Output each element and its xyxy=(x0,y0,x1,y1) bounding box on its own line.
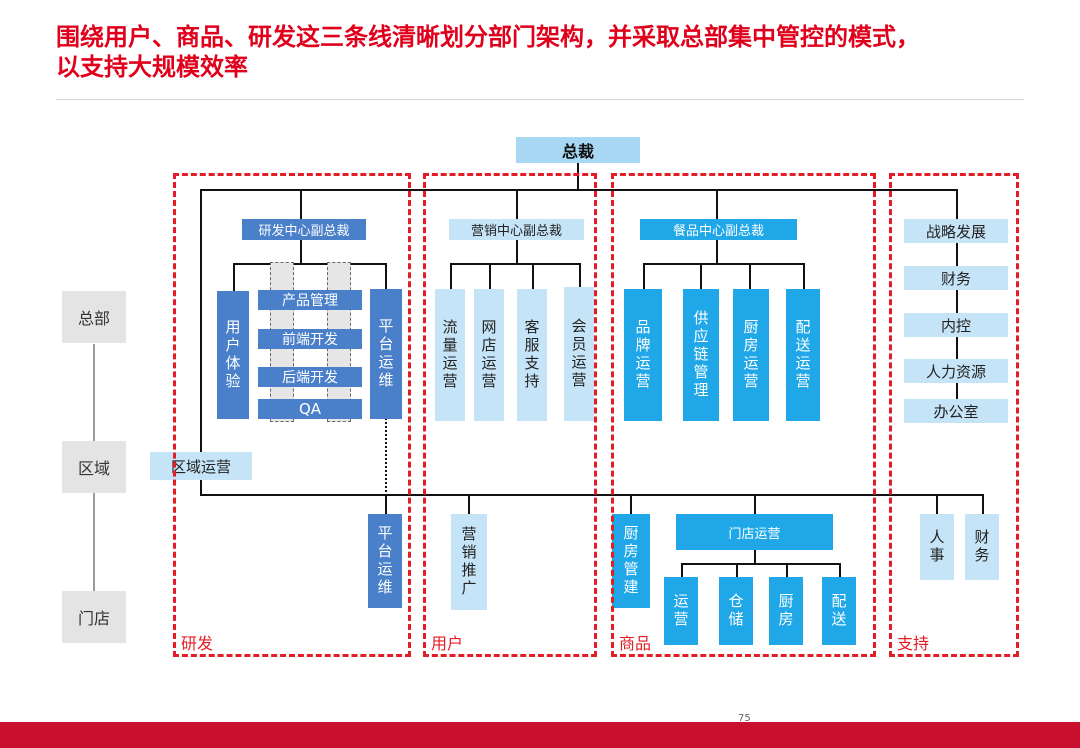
store-ops-box: 门店运营 xyxy=(676,514,833,550)
food-tree-drop xyxy=(803,263,805,291)
level-region: 区域 xyxy=(62,441,126,493)
mkt-item-box: 流量运营 xyxy=(435,289,465,421)
title-divider xyxy=(56,99,1024,100)
mkt-item-box: 客服支持 xyxy=(517,289,547,421)
rd-backend-box: 后端开发 xyxy=(258,367,362,387)
food-item-box: 配送运营 xyxy=(786,289,820,421)
store-ops-stem xyxy=(754,550,756,564)
ceo-box: 总裁 xyxy=(516,137,640,163)
food-tree-stem xyxy=(716,240,718,264)
store-ops-drop xyxy=(681,563,683,577)
region-label-support: 支持 xyxy=(897,634,930,653)
kitchen-build-box: 厨房管建 xyxy=(612,514,650,608)
page-title: 围绕用户、商品、研发这三条线清晰划分部门架构，并采取总部集中管控的模式， 以支持… xyxy=(56,22,1056,82)
support-store-connector xyxy=(936,494,938,514)
rd-tree-bar xyxy=(233,263,386,265)
support-item-box: 战略发展 xyxy=(904,219,1008,243)
store-ops-drop xyxy=(839,563,841,577)
food-tree-drop xyxy=(749,263,751,291)
store-ops-item-box: 厨房 xyxy=(769,577,803,645)
rd-platform-box: 平台运维 xyxy=(370,289,402,419)
store-ops-item-box: 仓储 xyxy=(719,577,753,645)
level-store: 门店 xyxy=(62,591,126,643)
food-item-box: 厨房运营 xyxy=(733,289,769,421)
mkt-store-connector xyxy=(468,494,470,514)
mkt-vp-box: 营销中心副总裁 xyxy=(449,219,584,240)
support-store-connector xyxy=(982,494,984,514)
rd-vp-connector xyxy=(300,189,302,221)
support-connector xyxy=(956,189,958,221)
rd-tree-drop xyxy=(233,263,235,291)
rd-ux-box: 用户体验 xyxy=(217,291,249,419)
mkt-tree-drop xyxy=(532,263,534,289)
food-item-box: 品牌运营 xyxy=(624,289,662,421)
mkt-tree-bar xyxy=(450,263,580,265)
level-hq: 总部 xyxy=(62,291,126,343)
support-store-box: 财务 xyxy=(965,514,999,580)
mkt-vp-connector xyxy=(516,189,518,221)
food-vp-connector xyxy=(716,189,718,221)
store-ops-item-box: 运营 xyxy=(664,577,698,645)
title-line-2: 以支持大规模效率 xyxy=(56,53,248,81)
region-label-user: 用户 xyxy=(431,634,464,653)
support-store-box: 人事 xyxy=(920,514,954,580)
region-label-rd: 研发 xyxy=(181,634,214,653)
mkt-item-box: 网店运营 xyxy=(474,289,504,421)
rd-product-box: 产品管理 xyxy=(258,290,362,310)
page-number: 75 xyxy=(738,713,751,724)
support-item-box: 内控 xyxy=(904,313,1008,337)
rd-vp-box: 研发中心副总裁 xyxy=(242,219,366,240)
food-tree-drop xyxy=(643,263,645,291)
store-ops-drop xyxy=(786,563,788,577)
food-tree-bar xyxy=(643,263,804,265)
rd-frontend-box: 前端开发 xyxy=(258,329,362,349)
food-vp-box: 餐品中心副总裁 xyxy=(640,219,797,240)
rd-qa-box: QA xyxy=(258,399,362,419)
mkt-tree-drop xyxy=(579,263,581,289)
mkt-item-box: 会员运营 xyxy=(564,287,594,421)
food-tree-drop xyxy=(700,263,702,291)
food-store-connector xyxy=(754,494,756,514)
store-promo-box: 营销推广 xyxy=(451,514,487,610)
mkt-tree-drop xyxy=(489,263,491,289)
rd-store-connector xyxy=(385,494,387,514)
region-goods xyxy=(611,173,876,657)
mkt-tree-drop xyxy=(450,263,452,289)
region-label-goods: 商品 xyxy=(619,634,652,653)
support-item-box: 办公室 xyxy=(904,399,1008,423)
region-support xyxy=(889,173,1019,657)
regional-ops-box: 区域运营 xyxy=(150,452,252,480)
food-kitchen-connector xyxy=(630,494,632,514)
store-ops-drop xyxy=(736,563,738,577)
left-bus-line xyxy=(200,189,202,495)
rd-tree-drop xyxy=(385,263,387,291)
platform-dotted-link xyxy=(385,418,387,496)
ceo-connector xyxy=(577,162,579,190)
title-line-1: 围绕用户、商品、研发这三条线清晰划分部门架构，并采取总部集中管控的模式， xyxy=(56,23,920,51)
support-item-box: 财务 xyxy=(904,266,1008,290)
support-item-box: 人力资源 xyxy=(904,359,1008,383)
region-rd xyxy=(173,173,411,657)
store-ops-item-box: 配送 xyxy=(822,577,856,645)
top-bus-line xyxy=(200,189,958,191)
bottom-bus-line xyxy=(200,494,984,496)
region-user xyxy=(423,173,597,657)
store-ops-bar xyxy=(681,563,841,565)
footer-bar xyxy=(0,722,1080,748)
rd-tree-stem xyxy=(300,240,302,264)
store-platform-box: 平台运维 xyxy=(368,514,402,608)
food-item-box: 供应链管理 xyxy=(683,289,719,421)
mkt-tree-stem xyxy=(516,240,518,264)
